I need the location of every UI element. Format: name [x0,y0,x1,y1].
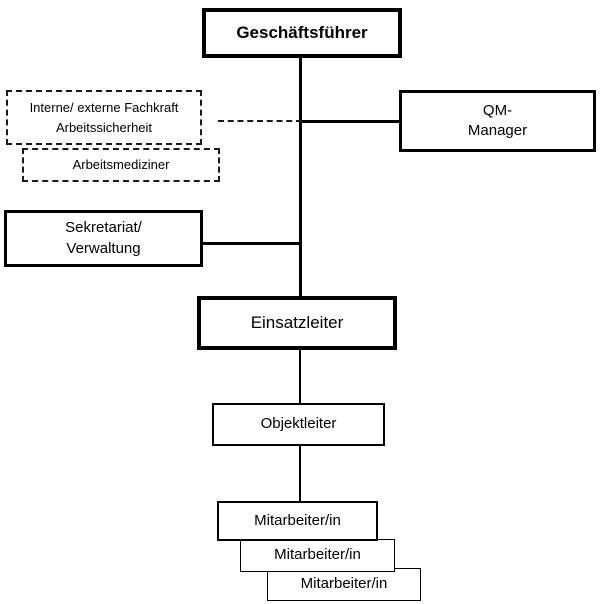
node-sekretariat-line-1: Sekretariat/ [65,219,142,237]
connector-trunk-main [299,56,302,300]
connector-objektleiter-mitarbeiter [299,444,301,504]
node-sekretariat-verwaltung[interactable]: Sekretariat/ Verwaltung [4,210,203,267]
connector-einsatzleiter-objektleiter [299,348,301,406]
node-fachkraft-line-1: Interne/ externe Fachkraft [29,100,179,115]
node-mitarbeiter-2-label: Mitarbeiter/in [274,546,361,564]
node-sekretariat-line-2: Verwaltung [66,239,141,257]
node-mitarbeiter-1-label: Mitarbeiter/in [254,511,341,529]
node-mitarbeiter-3[interactable]: Mitarbeiter/in [267,568,421,601]
node-objektleiter[interactable]: Objektleiter [212,403,385,446]
node-einsatzleiter-label: Einsatzleiter [250,312,344,332]
node-qm-manager-line-1: QM- [482,101,513,119]
node-einsatzleiter[interactable]: Einsatzleiter [197,296,397,350]
connector-to-sekretariat [201,242,301,245]
node-objektleiter-label: Objektleiter [260,415,337,433]
node-mitarbeiter-2[interactable]: Mitarbeiter/in [240,539,395,572]
node-mitarbeiter-3-label: Mitarbeiter/in [300,575,388,593]
node-geschaeftsfuehrer-label: Geschäftsführer [236,22,368,42]
node-arbeitsmediziner-label: Arbeitsmediziner [72,157,170,173]
connector-to-qm-manager [300,120,400,123]
node-fachkraft-line-2: Arbeitssicherheit [55,119,153,135]
node-fachkraft-arbeitssicherheit[interactable]: Interne/ externe Fachkraft Arbeitssicher… [6,90,202,145]
connector-dashed-to-fachkraft [218,120,302,122]
node-mitarbeiter-1[interactable]: Mitarbeiter/in [217,501,378,541]
node-qm-manager-line-2: Manager [467,122,528,139]
node-arbeitsmediziner[interactable]: Arbeitsmediziner [22,148,220,182]
node-qm-manager[interactable]: QM- Manager [399,90,596,152]
node-geschaeftsfuehrer[interactable]: Geschäftsführer [202,8,402,58]
